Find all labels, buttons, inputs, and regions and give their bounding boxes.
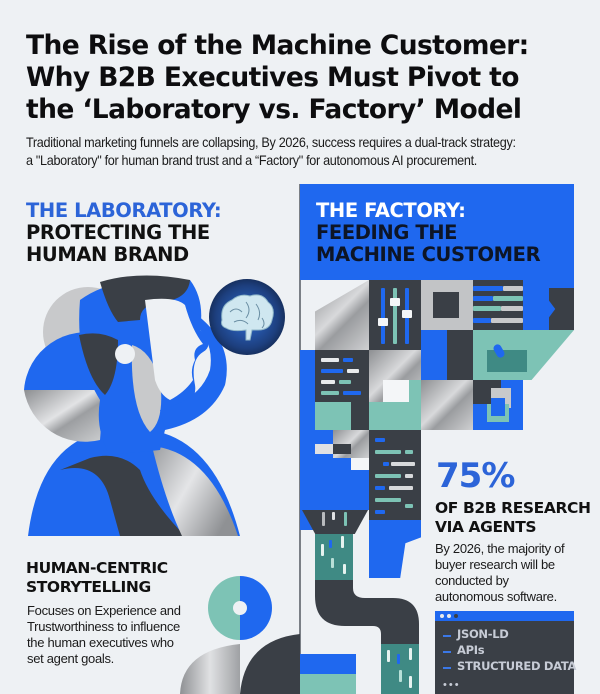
brain-icon (209, 279, 285, 355)
stat-percentage: 75% (436, 456, 515, 496)
subtitle-line-2: a "Laboratory" for human brand trust and… (26, 153, 477, 168)
human-head-profile-illustration (24, 275, 285, 536)
mosaic-tile (447, 330, 473, 380)
factory-heading-line-1: THE FACTORY: (316, 199, 466, 222)
stat-label-line: OF B2B RESEARCH (435, 499, 591, 517)
human-centric-description-line: set agent goals. (27, 651, 114, 666)
code-lines-tile (315, 350, 369, 402)
data-pipe (381, 644, 419, 694)
mosaic-tile (315, 280, 369, 350)
stat-description-line: conducted by (435, 573, 509, 588)
title-line-1: The Rise of the Machine Customer: (26, 30, 529, 61)
terminal-window: JSON-LD APIs STRUCTURED DATA ••• (435, 611, 577, 694)
bullet-dash-icon (443, 635, 451, 637)
laboratory-heading-line-3: HUMAN BRAND (26, 243, 189, 266)
data-bars-tile (473, 280, 523, 330)
human-centric-heading: HUMAN-CENTRIC STORYTELLING (26, 559, 168, 597)
mosaic-tile (473, 330, 574, 380)
pipe-bend (315, 580, 419, 644)
funnel-shape (302, 510, 368, 534)
terminal-title-bar (435, 611, 574, 621)
title-line-3: the ‘Laboratory vs. Factory’ Model (26, 94, 522, 125)
nested-squares-tile (473, 380, 523, 430)
page-title: The Rise of the Machine Customer: Why B2… (26, 30, 586, 126)
terminal-line-structured-data: STRUCTURED DATA (457, 659, 577, 673)
laboratory-heading: THE LABORATORY: PROTECTING THE HUMAN BRA… (26, 199, 222, 266)
terminal-line-apis: APIs (457, 643, 485, 657)
factory-heading: THE FACTORY: FEEDING THE MACHINE CUSTOME… (316, 199, 541, 266)
code-lines-tile (369, 430, 421, 520)
mosaic-tile (421, 280, 473, 330)
stat-description-line: By 2026, the majority of (435, 541, 565, 556)
page-subtitle: Traditional marketing funnels are collap… (26, 134, 600, 170)
bullet-dash-icon (443, 651, 451, 653)
factory-heading-line-2: FEEDING THE (316, 221, 458, 244)
human-centric-description-line: Focuses on Experience and (27, 603, 181, 618)
mosaic-tile (351, 402, 369, 430)
mosaic-tile (315, 402, 351, 430)
factory-header-panel (300, 184, 574, 280)
window-dot-icon (447, 614, 451, 618)
ellipsis-icon: ••• (443, 679, 461, 691)
human-centric-heading-line-2: STORYTELLING (26, 578, 151, 596)
mosaic-tile (369, 350, 421, 402)
human-centric-description: Focuses on Experience and Trustworthines… (27, 603, 181, 667)
terminal-line-json-ld: JSON-LD (457, 627, 509, 641)
subtitle-line-1: Traditional marketing funnels are collap… (26, 135, 516, 150)
window-dot-icon (440, 614, 444, 618)
column-divider (299, 184, 301, 694)
stat-description-line: buyer research will be (435, 557, 555, 572)
mosaic-tile (523, 280, 574, 330)
stat-label-line: VIA AGENTS (435, 518, 537, 536)
mosaic-tile (421, 380, 473, 430)
bullet-dash-icon (443, 667, 451, 669)
data-mosaic-pipeline-illustration (300, 280, 600, 694)
mosaic-tile (315, 430, 369, 470)
mosaic-tile (300, 470, 369, 510)
stat-description-line: autonomous software. (435, 589, 557, 604)
factory-heading-line-3: MACHINE CUSTOMER (316, 243, 541, 266)
stat-label: OF B2B RESEARCH VIA AGENTS (435, 499, 591, 537)
human-centric-description-line: Trustworthiness to influence (27, 619, 180, 634)
mosaic-tile (421, 330, 447, 380)
human-centric-heading-line-1: HUMAN-CENTRIC (26, 559, 168, 577)
human-centric-description-line: the human executives who (27, 635, 174, 650)
stat-description: By 2026, the majority of buyer research … (435, 541, 565, 605)
mosaic-tile (300, 674, 356, 694)
decorative-disc-shapes (180, 576, 300, 694)
mosaic-tile (369, 520, 421, 578)
title-line-2: Why B2B Executives Must Pivot to (26, 62, 519, 93)
slider-controls-tile (369, 280, 421, 350)
mosaic-tile (369, 402, 421, 430)
mosaic-tile (300, 654, 356, 674)
laboratory-heading-line-1: THE LABORATORY: (26, 199, 222, 222)
window-dot-icon (454, 614, 458, 618)
laboratory-heading-line-2: PROTECTING THE (26, 221, 210, 244)
